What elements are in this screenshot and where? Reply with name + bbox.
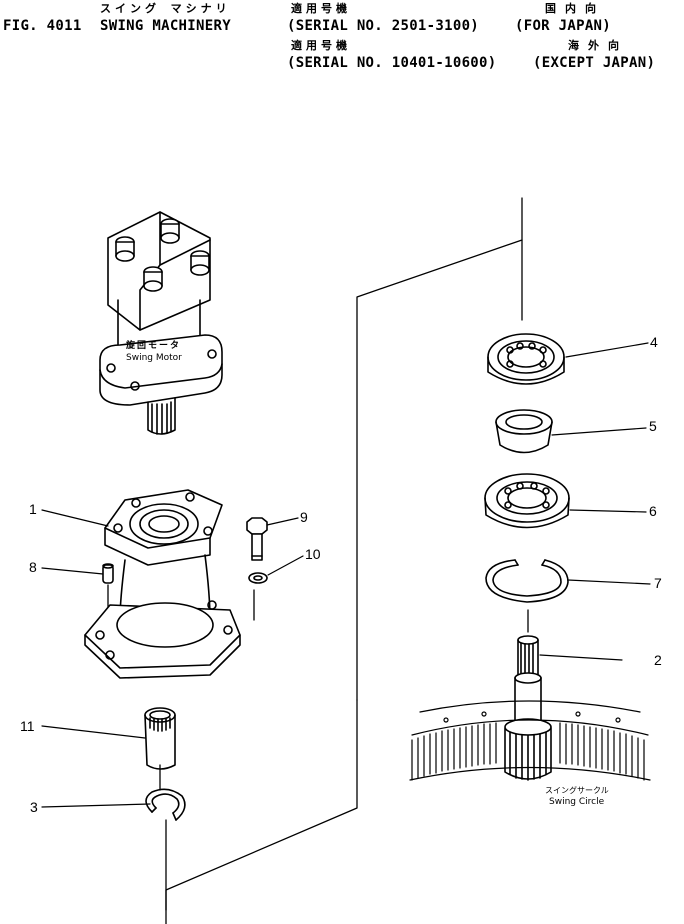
retaining-ring	[485, 559, 569, 603]
applicable-model-label-1: 適用号機	[291, 2, 351, 15]
swing-motor	[99, 211, 223, 435]
snap-ring	[145, 788, 186, 821]
callout-11: 11	[20, 718, 35, 734]
callout-6: 6	[649, 503, 657, 519]
callout-leaders	[41, 342, 651, 808]
region-label-2: (EXCEPT JAPAN)	[533, 55, 656, 71]
region-label-1: (FOR JAPAN)	[515, 18, 612, 34]
applicable-model-label-2: 適用号機	[291, 39, 351, 52]
leader-1	[41, 509, 109, 527]
spacer	[495, 409, 553, 454]
callout-10: 10	[305, 546, 321, 562]
leader-2	[539, 654, 623, 661]
leader-10	[267, 555, 304, 576]
dowel-pin	[102, 563, 114, 584]
serial-range-2: (SERIAL NO. 10401-10600)	[287, 55, 497, 71]
callout-8: 8	[29, 559, 37, 575]
swing-circle-label: Swing Circle	[549, 797, 605, 807]
callout-9: 9	[300, 509, 308, 525]
callout-2: 2	[654, 652, 662, 668]
leader-3	[41, 803, 151, 808]
assembly-leader-frame	[107, 197, 529, 924]
washer	[248, 572, 268, 584]
leader-8	[41, 567, 104, 575]
bushing	[144, 707, 176, 770]
bearing-upper	[487, 333, 565, 385]
callout-7: 7	[654, 575, 662, 591]
swing-circle-gear	[409, 700, 651, 781]
title-kana: スイング マシナリ	[100, 2, 231, 15]
callout-4: 4	[650, 334, 658, 350]
swing-motor-label: Swing Motor	[126, 353, 182, 363]
swing-circle-label-jp: スイングサークル	[545, 786, 609, 795]
leader-6	[569, 509, 647, 513]
callout-3: 3	[30, 799, 38, 815]
region-label-jp-2: 海外向	[568, 39, 628, 52]
serial-range-1: (SERIAL NO. 2501-3100)	[287, 18, 480, 34]
bolt	[246, 517, 268, 561]
callout-5: 5	[649, 418, 657, 434]
housing	[84, 489, 241, 679]
swing-motor-label-jp: 旋回モータ	[126, 341, 182, 351]
callout-1: 1	[29, 501, 37, 517]
leader-5	[551, 427, 647, 436]
figure-title: SWING MACHINERY	[100, 18, 231, 34]
leader-11	[41, 725, 146, 739]
region-label-jp-1: 国内向	[545, 2, 605, 15]
leader-4	[565, 342, 649, 358]
shaft-pinion	[504, 635, 552, 781]
leader-7	[567, 579, 651, 585]
figure-number: FIG. 4011	[3, 18, 82, 34]
leader-9	[266, 517, 299, 526]
bearing-lower	[484, 473, 570, 529]
